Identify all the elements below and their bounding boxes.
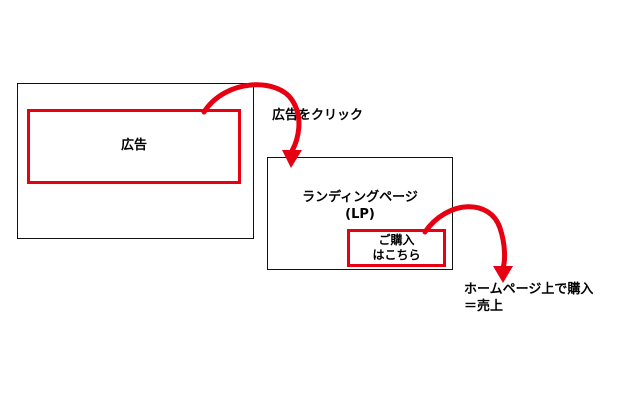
arrow-to-purchase-head	[493, 266, 513, 283]
ad-banner-label: 広告	[120, 138, 147, 154]
purchase-cta-box: ご購入 はこちら	[347, 229, 446, 267]
landing-page-frame	[267, 157, 453, 270]
landing-page-title: ランディングページ	[302, 190, 418, 205]
ad-banner: 広告	[27, 109, 241, 184]
purchase-cta-line1: ご購入	[378, 233, 415, 247]
landing-page-subtitle: (LP)	[345, 206, 375, 222]
click-ad-label: 広告をクリック	[272, 108, 364, 123]
purchase-cta-line2: はこちら	[372, 248, 421, 262]
purchase-result-line1: ホームページ上で購入	[464, 282, 594, 297]
purchase-result-line2: ＝売上	[464, 298, 504, 314]
purchase-result-label: ホームページ上で購入 ＝売上	[464, 282, 593, 316]
landing-page-title-block: ランディングページ (LP)	[267, 190, 453, 224]
